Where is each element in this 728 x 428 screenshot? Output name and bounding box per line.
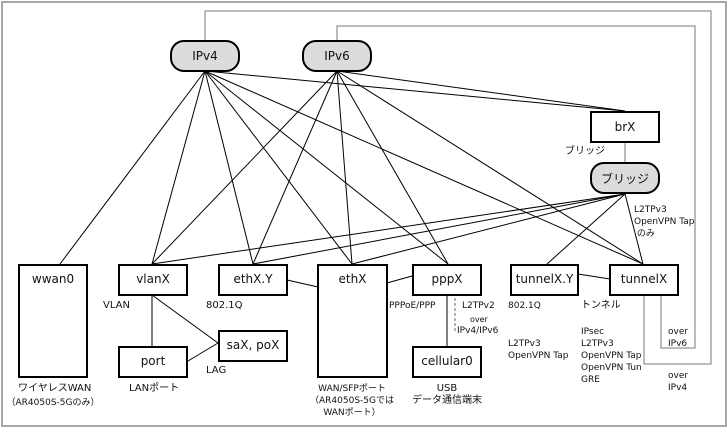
wire-ipv4-tunnelx-loop: [204, 10, 712, 365]
tunnel-types: IPsec L2TPv3 OpenVPN Tap OpenVPN Tun GRE: [581, 327, 642, 385]
wire-port-saxpox: [187, 342, 219, 362]
wire-ipv6-ethxy: [252, 70, 338, 265]
wire-ipv4-pppx: [204, 70, 449, 265]
wwan-caption: ワイヤレスWAN: [18, 383, 92, 394]
tunnelxy-node: tunnelX.Y: [510, 264, 579, 296]
ipv4ipv6-caption: IPv4/IPv6: [457, 326, 499, 336]
wire-ethxy-ethx: [286, 279, 319, 288]
wire-ipv4-tunnelx: [204, 70, 644, 265]
pppoe-caption: PPPoE/PPP: [389, 301, 436, 311]
over-caption: over: [470, 315, 488, 324]
bridge-note: L2TPv3 OpenVPN Tap のみ: [634, 205, 695, 239]
wire-ethx-pppx: [386, 275, 413, 284]
ipv4-label: IPv4: [192, 49, 218, 63]
over-ipv6-caption: over IPv6: [668, 327, 689, 349]
wire-bridge-tunnelxy: [546, 193, 626, 265]
ethxy-node: ethX.Y: [218, 264, 288, 296]
saxpox-node: saX, poX: [218, 330, 288, 362]
port-label: port: [140, 354, 166, 368]
brx-node: brX: [590, 111, 660, 143]
usb-caption: USB データ通信端末: [412, 383, 482, 406]
ethxy-label: ethX.Y: [233, 272, 273, 286]
wire-ipv4-ethx: [204, 70, 353, 265]
wire-vlanx-saxpox: [151, 294, 219, 344]
wire-tunnelxy-tunnelx: [577, 273, 611, 280]
wire-ipv6-tunnelx-loop: [336, 25, 696, 349]
tunnelxy-types: L2TPv3 OpenVPN Tap: [508, 339, 569, 361]
tunnelx-label: tunnelX: [620, 272, 668, 286]
over-ipv4-caption: over IPv4: [668, 371, 689, 393]
ipv4-node: IPv4: [170, 40, 240, 72]
tunnelx-node: tunnelX: [609, 264, 679, 296]
l2tpv2-caption: L2TPv2: [462, 301, 495, 311]
bridge-node: ブリッジ: [590, 162, 660, 194]
wire-bridge-vlanx: [151, 193, 626, 265]
wire-ipv6-pppx: [336, 70, 449, 265]
wire-bridge-ethxy: [252, 193, 626, 265]
brx-label: brX: [614, 120, 636, 134]
ipv6-label: IPv6: [324, 49, 350, 63]
wire-ipv4-vlanx: [151, 70, 206, 265]
bridge-label: ブリッジ: [600, 171, 649, 186]
ethx-node: ethX: [317, 264, 388, 378]
vlanx-node: vlanX: [118, 264, 188, 296]
pppx-label: pppX: [431, 272, 463, 286]
wire-ipv6-ethx: [336, 70, 353, 265]
vlanx-label: vlanX: [136, 272, 170, 286]
port-node: port: [118, 346, 188, 378]
wire-bridge-tunnelx: [624, 193, 644, 265]
ethxy-8021q-caption: 802.1Q: [206, 300, 243, 311]
tunnel-caption: トンネル: [581, 300, 621, 311]
tunnelxy-label: tunnelX.Y: [515, 272, 574, 286]
ethx-label: ethX: [338, 272, 367, 286]
ipv6-node: IPv6: [302, 40, 372, 72]
tunnelxy-8021q-caption: 802.1Q: [508, 301, 541, 311]
pppx-node: pppX: [412, 264, 482, 296]
cellular0-label: cellular0: [421, 354, 473, 368]
wire-bridge-ethx: [351, 193, 626, 265]
brx-bridge-caption: ブリッジ: [565, 146, 605, 157]
wwan0-label: wwan0: [31, 272, 75, 286]
wire-ipv4-ethxy: [204, 70, 254, 265]
wwan-note: （AR4050S-5Gのみ）: [6, 398, 100, 408]
wire-ipv6-vlanx: [151, 70, 338, 265]
saxpox-label: saX, poX: [226, 338, 280, 352]
wire-ipv6-tunnelx: [336, 70, 644, 265]
wire-ipv6-brx: [336, 70, 626, 112]
wire-ipv4-wwan0: [59, 70, 206, 265]
wwan0-node: wwan0: [18, 264, 88, 378]
lag-caption: LAG: [206, 365, 227, 376]
vlan-caption: VLAN: [103, 300, 130, 311]
cellular0-node: cellular0: [412, 346, 482, 378]
wan-sfp-caption: WAN/SFPポート （AR4050S-5Gでは WANポート）: [310, 384, 394, 418]
wire-ipv4-brx: [204, 70, 626, 112]
lan-port-caption: LANポート: [129, 383, 180, 394]
